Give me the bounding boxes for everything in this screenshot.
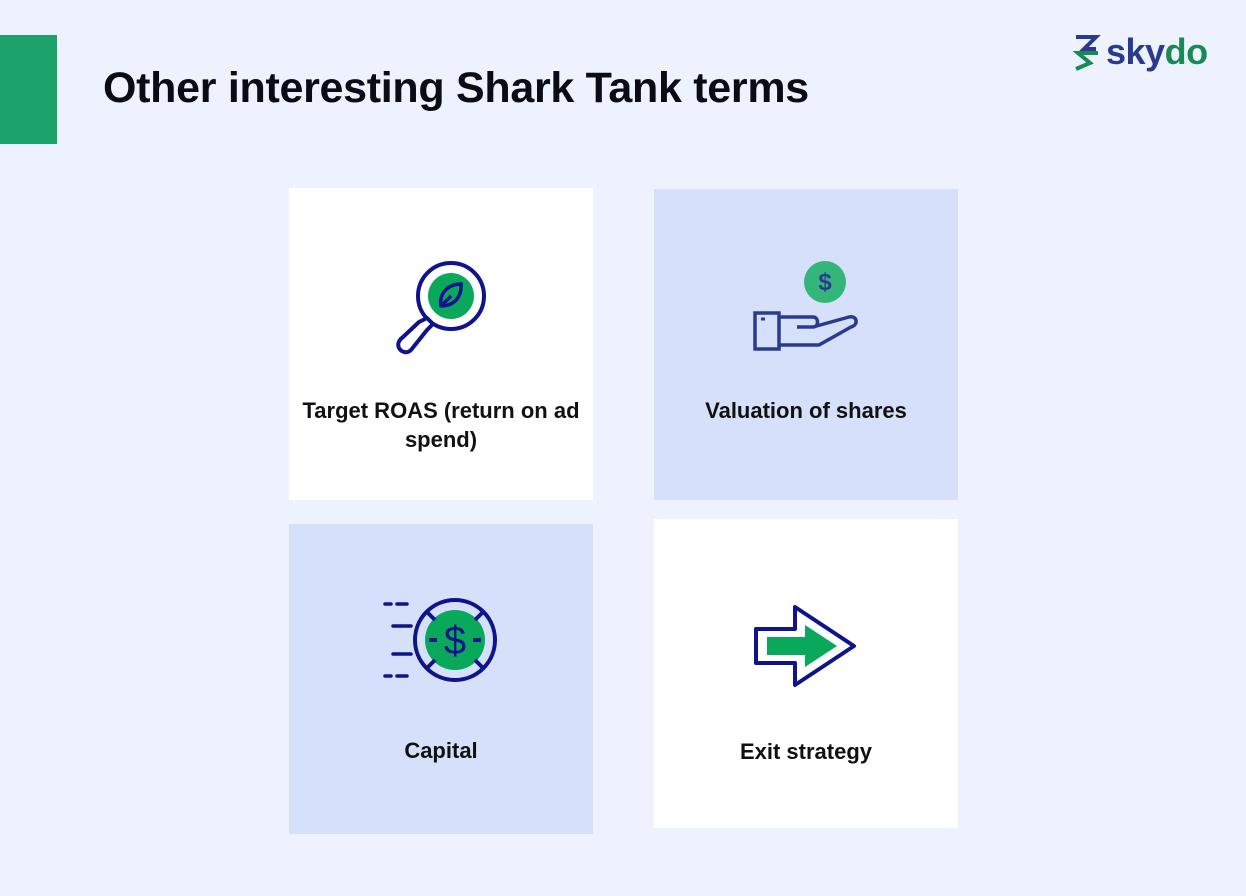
card-exit-strategy: Exit strategy [654,519,958,828]
logo-text-sky: sky [1106,31,1165,72]
svg-text:$: $ [818,269,832,296]
skydo-logo: skydo [1072,31,1208,73]
card-label: Target ROAS (return on ad spend) [302,398,580,452]
card-target-roas: Target ROAS (return on ad spend) [289,188,593,500]
arrow-right-icon [654,603,958,689]
page-title: Other interesting Shark Tank terms [103,64,809,112]
logo-text-do: do [1164,31,1208,72]
card-valuation: $ Valuation of shares [654,189,958,500]
card-label: Exit strategy [739,739,873,764]
accent-bar [0,35,57,144]
card-capital: $ Capital [289,524,593,834]
card-label: Capital [404,738,478,763]
magnifier-leaf-icon [289,260,593,356]
fast-dollar-icon: $ [289,596,593,686]
skydo-logo-icon [1072,35,1101,71]
svg-text:$: $ [444,619,466,663]
hand-coin-icon: $ [654,261,958,351]
card-label: Valuation of shares [705,398,907,423]
